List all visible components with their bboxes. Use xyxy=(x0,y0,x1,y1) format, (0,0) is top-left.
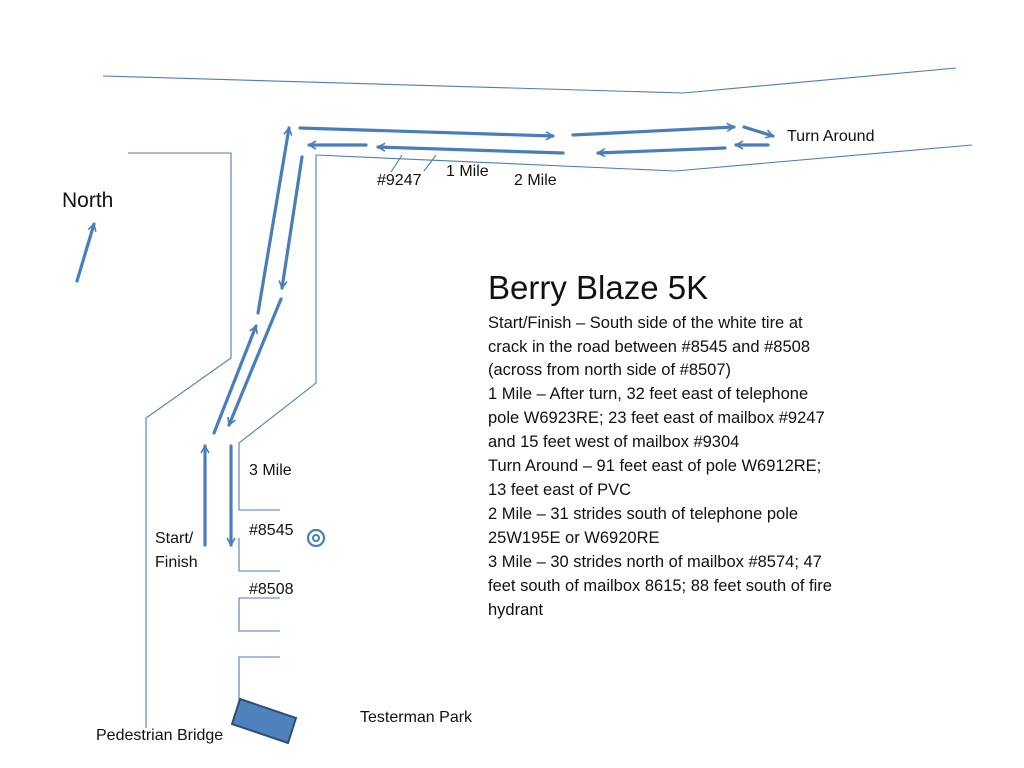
start-finish-label-line1: Start/ xyxy=(155,530,194,547)
testerman-park-label: Testerman Park xyxy=(360,709,473,726)
pedestrian-bridge-label: Pedestrian Bridge xyxy=(96,727,224,744)
mailbox-8508-label: #8508 xyxy=(249,581,294,598)
one-mile-leader xyxy=(423,154,437,172)
description-line: crack in the road between #8545 and #850… xyxy=(488,337,810,356)
three-mile-label: 3 Mile xyxy=(249,462,292,479)
description-line: Start/Finish – South side of the white t… xyxy=(488,313,803,332)
road-west-edge xyxy=(128,152,232,728)
description-line: 13 feet east of PVC xyxy=(488,481,632,500)
start-finish-label-line2: Finish xyxy=(155,554,198,571)
road-east-edge xyxy=(238,155,317,511)
north-arrow xyxy=(75,222,97,283)
route-diagonal-down xyxy=(227,297,283,427)
description-line: feet south of mailbox 8615; 88 feet sout… xyxy=(488,576,832,595)
north-label: North xyxy=(62,189,114,212)
mailbox-8545-label: #8545 xyxy=(249,522,294,539)
route-long-south xyxy=(278,155,304,290)
mailbox-9247-label: #9247 xyxy=(377,172,422,189)
route-to-turnaround xyxy=(742,125,775,139)
road-south-edge xyxy=(315,144,973,172)
course-description: Berry Blaze 5K Start/Finish – South side… xyxy=(488,268,898,623)
two-mile-label: 2 Mile xyxy=(514,172,557,189)
route-long-north xyxy=(256,126,293,315)
driveway-8545 xyxy=(238,538,280,572)
description-line: and 15 feet west of mailbox #9304 xyxy=(488,433,740,452)
start-finish-target-icon xyxy=(306,528,326,548)
route-return-2 xyxy=(596,146,727,158)
description-line: 25W195E or W6920RE xyxy=(488,528,660,547)
road-north-edge xyxy=(102,67,957,94)
description-line: Turn Around – 91 feet east of pole W6912… xyxy=(488,457,822,476)
route-east-1 xyxy=(298,126,555,141)
description-line: 2 Mile – 31 strides south of telephone p… xyxy=(488,504,799,523)
page-title: Berry Blaze 5K xyxy=(488,269,709,306)
pedestrian-bridge-shape xyxy=(230,697,298,745)
route-diagonal-up xyxy=(212,324,258,435)
description-line: 1 Mile – After turn, 32 feet east of tel… xyxy=(488,385,809,404)
description-line: pole W6923RE; 23 feet east of mailbox #9… xyxy=(488,409,825,428)
mailbox-9247-leader xyxy=(390,154,403,173)
description-line: (across from north side of #8507) xyxy=(488,361,732,380)
road-outlines xyxy=(102,67,973,728)
one-mile-label: 1 Mile xyxy=(446,163,489,180)
description-line: 3 Mile – 30 strides north of mailbox #85… xyxy=(488,552,822,571)
driveway-park xyxy=(238,656,280,700)
turn-around-label: Turn Around xyxy=(787,128,875,145)
description-line: hydrant xyxy=(488,600,544,619)
route-arrows xyxy=(75,122,775,547)
route-return-3 xyxy=(376,142,565,155)
driveway-8508 xyxy=(238,597,280,632)
route-east-2 xyxy=(571,122,736,137)
